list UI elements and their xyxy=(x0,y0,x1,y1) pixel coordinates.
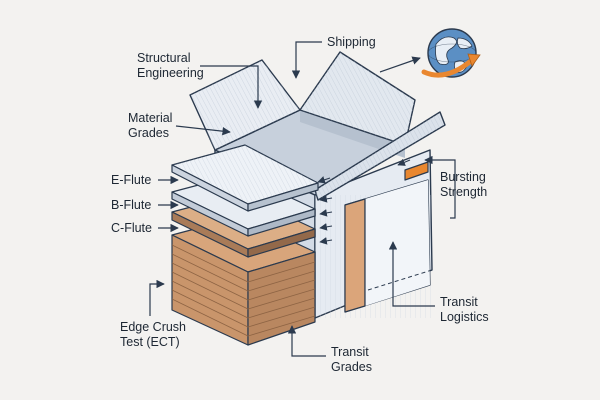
leader-lines xyxy=(149,41,456,357)
board-stack xyxy=(171,144,319,346)
label-e-flute: E-Flute xyxy=(111,173,151,187)
leader-edge-crush xyxy=(149,279,165,316)
leader-shipping-globe xyxy=(379,56,421,73)
label-bursting-strength: Bursting Strength xyxy=(440,170,489,199)
leader-transit-grades xyxy=(287,325,326,357)
leader-shipping xyxy=(291,41,322,79)
cutaway-panel xyxy=(344,161,433,313)
label-edge-crush-test: Edge Crush Test (ECT) xyxy=(120,320,190,349)
leader-bursting-strength xyxy=(424,155,456,219)
edge-arrows xyxy=(317,158,411,245)
leader-transit-logistics xyxy=(388,241,435,307)
orange-arrow-icon xyxy=(421,53,481,78)
leader-structural-engineering xyxy=(200,65,263,109)
box-flaps xyxy=(189,51,446,201)
label-material-grades: Material Grades xyxy=(128,111,176,140)
label-transit-grades: Transit Grades xyxy=(331,345,372,374)
label-b-flute: B-Flute xyxy=(111,198,151,212)
e-flute-sheet xyxy=(171,144,319,212)
labels: Structural Engineering Shipping Material… xyxy=(111,35,489,374)
label-structural-engineering: Structural Engineering xyxy=(137,51,204,80)
leader-material-grades xyxy=(175,125,231,136)
orange-strip xyxy=(404,161,429,181)
label-transit-logistics: Transit Logistics xyxy=(440,295,489,324)
label-shipping: Shipping xyxy=(327,35,376,49)
label-c-flute: C-Flute xyxy=(111,221,152,235)
